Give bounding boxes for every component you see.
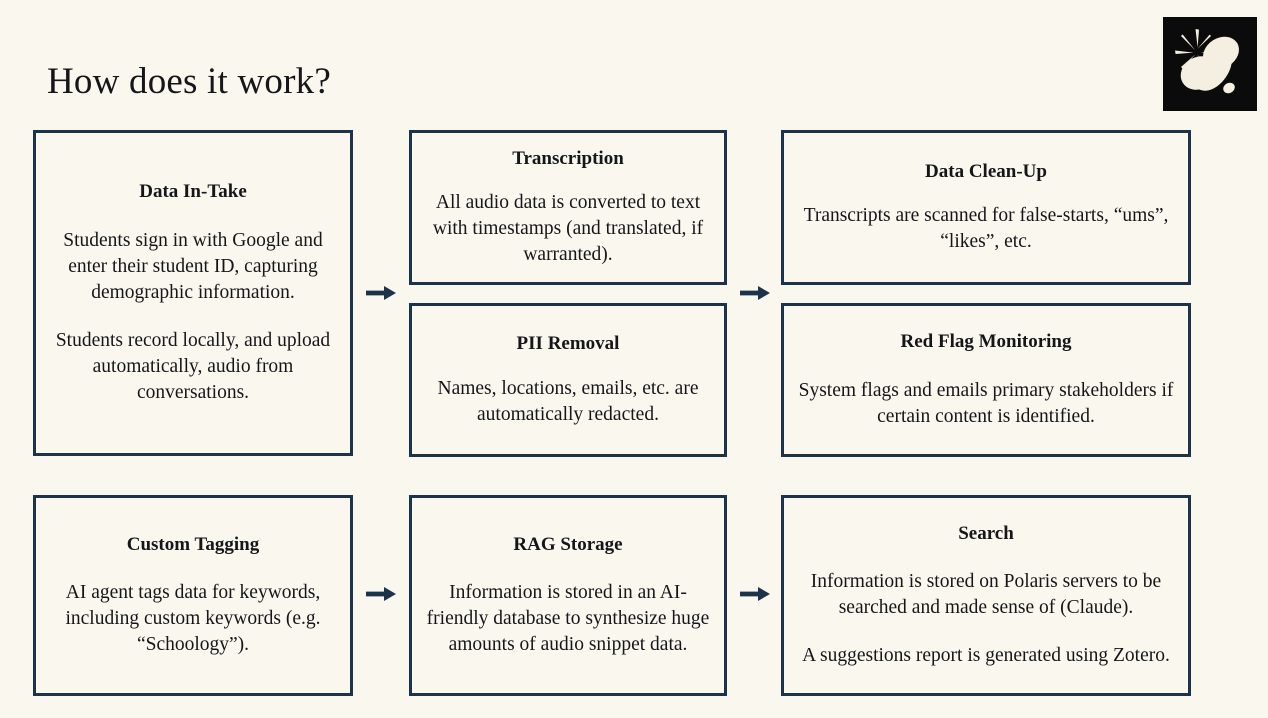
card-title: Data In-Take [139,181,247,203]
card-paragraph: Students sign in with Google and enter t… [63,230,323,303]
card-title: Search [958,522,1014,544]
card-paragraph: AI agent tags data for keywords, includi… [65,582,321,656]
card-title: PII Removal [516,333,620,355]
card-paragraph: All audio data is converted to text with… [432,192,704,266]
card-paragraph: Information is stored on Polaris servers… [810,571,1162,619]
card-pii-removal[interactable]: PII Removal Names, locations, emails, et… [409,303,727,457]
card-transcription[interactable]: Transcription All audio data is converte… [409,130,727,285]
card-title: RAG Storage [513,533,623,555]
card-search[interactable]: Search Information is stored on Polaris … [781,495,1191,696]
card-paragraph: System flags and emails primary stakehol… [798,379,1174,427]
card-custom-tagging[interactable]: Custom Tagging AI agent tags data for ke… [33,495,353,696]
card-title: Custom Tagging [126,533,260,555]
arrow-right-icon [740,282,770,304]
arrow-right-icon [366,583,396,605]
page-title: How does it work? [47,60,331,102]
card-title: Data Clean-Up [925,160,1047,182]
card-paragraph: Information is stored in an AI-friendly … [426,582,710,656]
card-red-flag-monitoring[interactable]: Red Flag Monitoring System flags and ema… [781,303,1191,457]
anthropic-sparkle-logo [1163,17,1257,111]
card-paragraph: Students record locally, and upload auto… [55,329,331,403]
arrow-right-icon [366,282,396,304]
card-data-in-take[interactable]: Data In-Take Students sign in with Googl… [33,130,353,456]
card-title: Transcription [512,147,624,169]
card-data-clean-up[interactable]: Data Clean-Up Transcripts are scanned fo… [781,130,1191,285]
card-paragraph: Transcripts are scanned for false-starts… [803,205,1169,253]
card-title: Red Flag Monitoring [900,331,1072,353]
card-paragraph: A suggestions report is generated using … [802,645,1170,667]
card-rag-storage[interactable]: RAG Storage Information is stored in an … [409,495,727,696]
arrow-right-icon [740,583,770,605]
card-paragraph: Names, locations, emails, etc. are autom… [437,377,699,425]
